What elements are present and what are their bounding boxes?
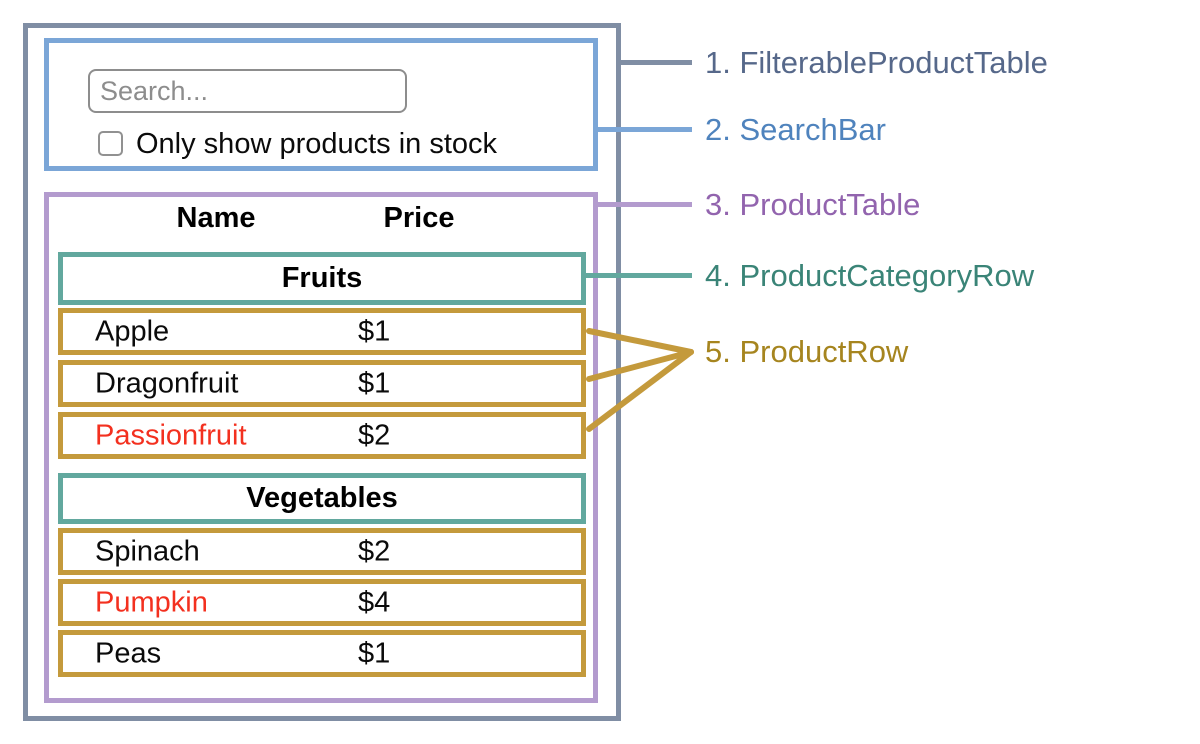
product-name-out-of-stock: Passionfruit: [95, 419, 247, 451]
product-price: $1: [358, 367, 391, 399]
annotation-product-table: 3. ProductTable: [705, 187, 921, 222]
annotation-search-bar: 2. SearchBar: [705, 112, 886, 147]
connector-line-product-category-row: [586, 273, 692, 278]
category-label: Vegetables: [246, 482, 398, 514]
product-row-apple: Apple $1: [58, 308, 586, 355]
search-input[interactable]: [88, 69, 407, 113]
product-row-pumpkin: Pumpkin $4: [58, 579, 586, 626]
product-row-peas: Peas $1: [58, 630, 586, 677]
product-price: $4: [358, 586, 391, 618]
category-label: Fruits: [281, 262, 363, 294]
product-price: $2: [358, 419, 391, 451]
product-price: $2: [358, 535, 391, 567]
column-header-price: Price: [383, 202, 455, 234]
connector-line-search-bar: [598, 127, 692, 132]
annotation-product-category-row: 4. ProductCategoryRow: [705, 258, 1035, 293]
product-name: Spinach: [95, 535, 200, 567]
in-stock-checkbox-label: Only show products in stock: [136, 128, 498, 160]
product-category-row-fruits: Fruits: [58, 252, 586, 305]
product-row-passionfruit: Passionfruit $2: [58, 412, 586, 459]
in-stock-checkbox[interactable]: [98, 131, 123, 156]
column-header-name: Name: [176, 202, 256, 234]
connector-line-product-table: [598, 202, 692, 207]
product-price: $1: [358, 315, 391, 347]
product-name: Dragonfruit: [95, 367, 239, 399]
product-name: Peas: [95, 637, 162, 669]
product-name: Apple: [95, 315, 170, 347]
product-row-dragonfruit: Dragonfruit $1: [58, 360, 586, 407]
annotation-filterable-product-table: 1. FilterableProductTable: [705, 45, 1048, 80]
annotation-product-row: 5. ProductRow: [705, 334, 909, 369]
product-row-spinach: Spinach $2: [58, 528, 586, 575]
product-category-row-vegetables: Vegetables: [58, 473, 586, 524]
connector-line-filterable-product-table: [621, 60, 692, 65]
product-price: $1: [358, 637, 391, 669]
product-name-out-of-stock: Pumpkin: [95, 586, 208, 618]
